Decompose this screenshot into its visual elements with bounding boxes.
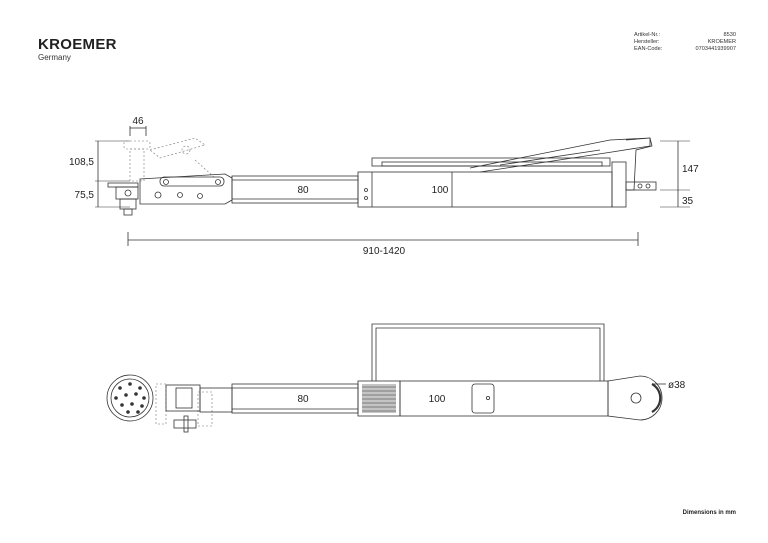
dim-head-width: 46 <box>132 116 144 127</box>
brand-tagline: Germany <box>38 53 71 62</box>
meta-labels: Artikel-Nr.: Hersteller: EAN-Code: <box>634 32 662 53</box>
meta-values: 8530 KROEMER 0703441939907 <box>686 32 736 53</box>
meta-label-article: Artikel-Nr.: <box>634 32 661 38</box>
dim-end-diameter: ø38 <box>668 380 686 391</box>
top-view <box>106 323 666 433</box>
meta-label-manufacturer: Hersteller: <box>634 39 660 45</box>
dim-right-height: 147 <box>682 164 699 175</box>
dim-bottom-inner-tube: 80 <box>297 394 309 405</box>
dim-bottom-outer-tube: 100 <box>429 394 446 405</box>
dim-outer-tube: 100 <box>432 185 449 196</box>
dim-total-length: 910-1420 <box>363 246 406 257</box>
units-note: Dimensions in mm <box>682 510 736 516</box>
dim-lower-height: 75,5 <box>75 190 95 201</box>
meta-label-ean: EAN-Code: <box>634 46 663 52</box>
brand-logo: KROEMER <box>38 36 117 53</box>
dim-inner-tube: 80 <box>297 185 309 196</box>
dim-right-small: 35 <box>682 196 694 207</box>
side-view <box>95 126 690 246</box>
meta-value-article: 8530 <box>723 32 736 38</box>
dim-upper-height: 108,5 <box>69 157 94 168</box>
meta-value-ean: 0703441939907 <box>695 46 736 52</box>
meta-value-manufacturer: KROEMER <box>707 39 736 45</box>
